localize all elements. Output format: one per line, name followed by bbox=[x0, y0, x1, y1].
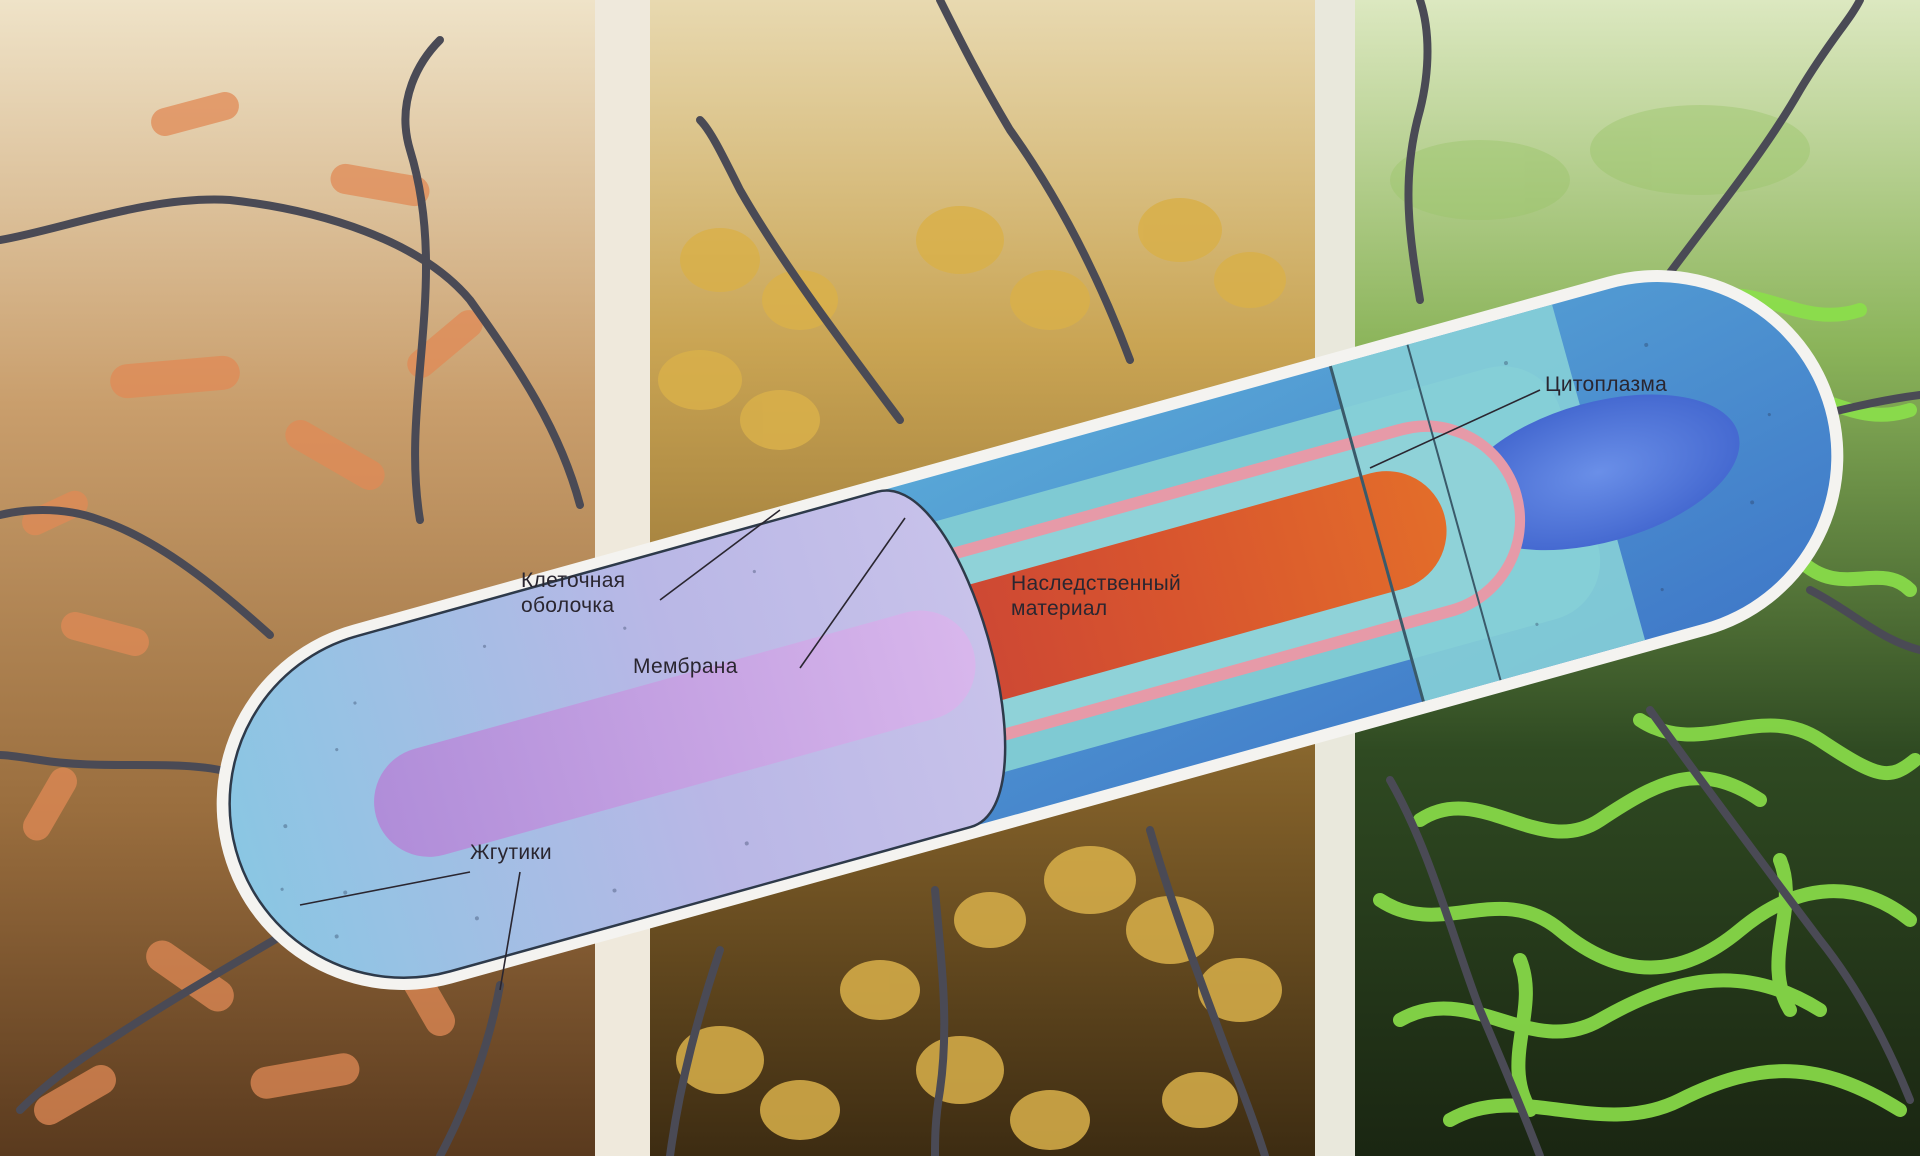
flagella-label-text: Жгутики bbox=[470, 840, 552, 865]
cytoplasm-label-text: Цитоплазма bbox=[1545, 372, 1667, 397]
genetic-material-label-line2: материал bbox=[1011, 596, 1181, 621]
genetic-material-label: Наследственный материал bbox=[1011, 571, 1181, 621]
cytoplasm-label: Цитоплазма bbox=[1545, 372, 1667, 397]
flagella-label: Жгутики bbox=[470, 840, 552, 865]
membrane-label-text: Мембрана bbox=[633, 654, 738, 679]
cell-wall-label-line1: Клеточная bbox=[521, 568, 625, 593]
membrane-label: Мембрана bbox=[633, 654, 738, 679]
genetic-material-label-line1: Наследственный bbox=[1011, 571, 1181, 596]
cell-wall-label-line2: оболочка bbox=[521, 593, 625, 618]
cell-wall-label: Клеточная оболочка bbox=[521, 568, 625, 618]
background-left-panel bbox=[0, 0, 600, 1156]
